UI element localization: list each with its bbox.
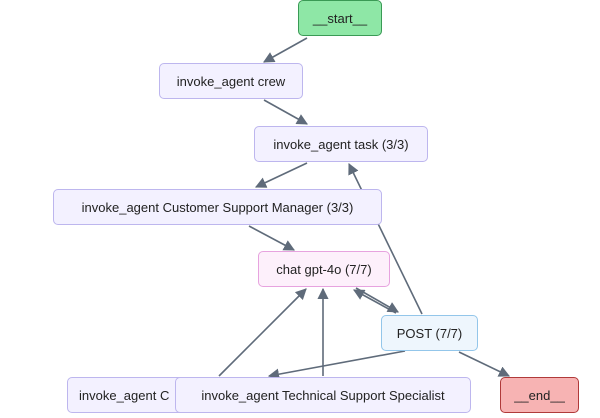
edge-post-to-tss [267, 350, 406, 380]
edge-start-to-crew [263, 37, 308, 63]
edge-crew-to-task [263, 99, 308, 125]
edge-task-to-csm [254, 162, 308, 188]
edge-post-to-task [348, 162, 423, 315]
edge-csm-to-chat [248, 225, 295, 251]
chat-gpt-4o-node[interactable]: chat gpt-4o (7/7) [258, 251, 390, 287]
edge-post-to-end [458, 351, 511, 377]
invoke-agent-crew-node[interactable]: invoke_agent crew [159, 63, 303, 99]
technical-support-specialist-node[interactable]: invoke_agent Technical Support Specialis… [175, 377, 471, 413]
post-request-node[interactable]: POST (7/7) [381, 315, 478, 351]
edge-post-to-chat [353, 289, 397, 314]
customer-support-manager-node[interactable]: invoke_agent Customer Support Manager (3… [53, 189, 382, 225]
edge-hidden-to-chat [218, 288, 307, 377]
start-node[interactable]: __start__ [298, 0, 382, 36]
end-node[interactable]: __end__ [500, 377, 579, 413]
edge-chat-to-post [355, 287, 399, 313]
invoke-agent-task-node[interactable]: invoke_agent task (3/3) [254, 126, 428, 162]
invoke-agent-partially-hidden-node[interactable]: invoke_agent C [67, 377, 195, 413]
